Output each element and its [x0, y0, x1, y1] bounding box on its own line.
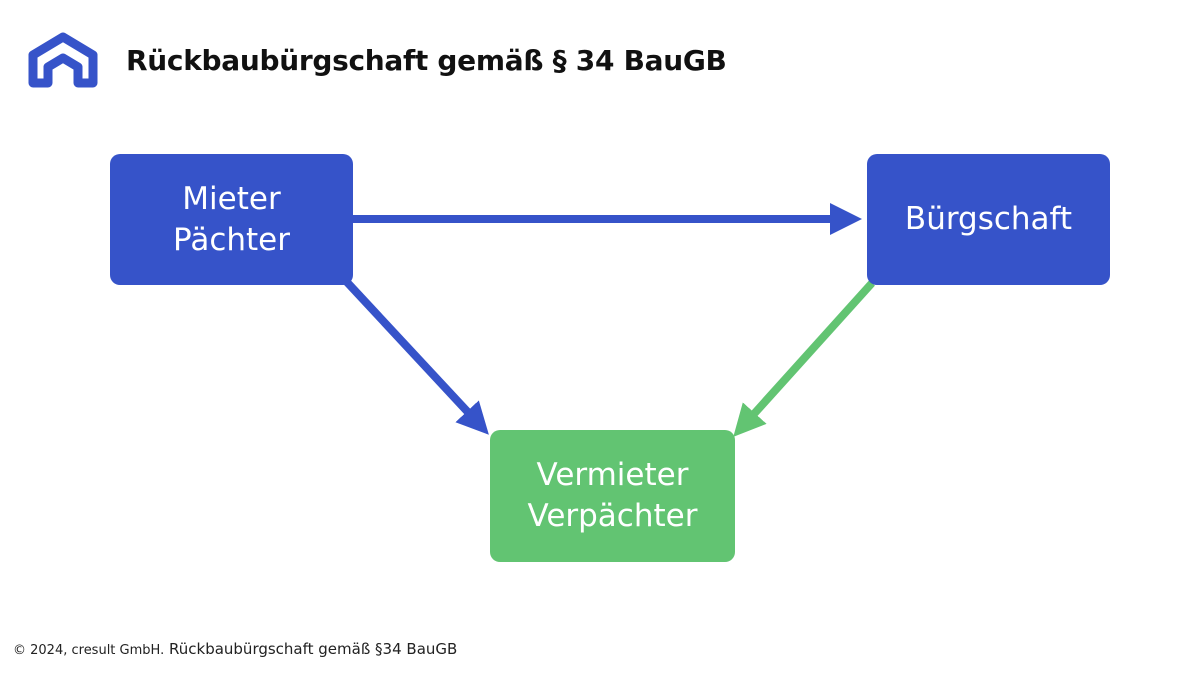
arrow-mieter-to-vermieter: [342, 277, 489, 435]
node-label-verpaechter: Verpächter: [527, 498, 698, 534]
node-label-paechter: Pächter: [173, 221, 290, 258]
node-mieter-paechter: Mieter Pächter: [110, 154, 353, 285]
footer: © 2024, cresult GmbH. Rückbaubürgschaft …: [13, 640, 457, 658]
node-vermieter-verpaechter: Vermieter Verpächter: [490, 430, 735, 562]
node-label-buergschaft: Bürgschaft: [904, 201, 1073, 237]
arrow-buergschaft-to-vermieter: [733, 280, 875, 437]
node-buergschaft: Bürgschaft: [867, 154, 1110, 285]
house-roof-icon: [28, 32, 98, 88]
footer-copyright: © 2024, cresult GmbH.: [13, 643, 165, 658]
node-label-mieter: Mieter: [182, 180, 281, 217]
footer-caption: Rückbaubürgschaft gemäß §34 BauGB: [169, 640, 458, 658]
node-label-vermieter: Vermieter: [536, 457, 689, 493]
page-title: Rückbaubürgschaft gemäß § 34 BauGB: [126, 44, 727, 77]
